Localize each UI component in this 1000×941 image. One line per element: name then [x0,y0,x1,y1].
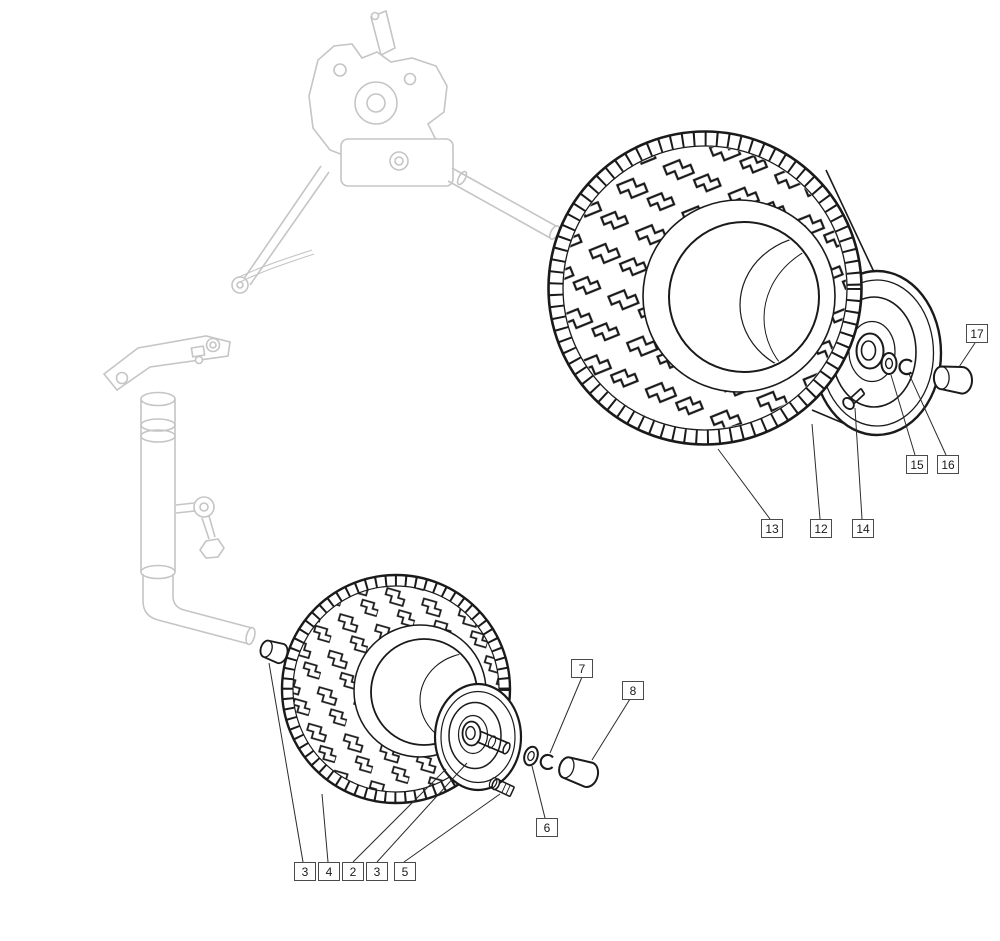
valve-screw [842,387,866,410]
hub-screw [488,777,516,798]
leader-14 [854,407,863,520]
leader-15 [890,374,916,456]
front-snap-ring [539,753,554,770]
leader-lines [268,342,976,863]
leader-4 [321,793,329,863]
leader-3b [376,762,468,863]
rear-tire [547,130,863,446]
leader-6 [531,765,546,819]
front-hub-cap [558,756,600,789]
faded-steering-assembly [102,9,561,646]
callout-rear-14[interactable]: 14 [852,519,874,538]
rear-snap-ring [898,358,913,376]
front-axle-stub [476,730,511,755]
callout-front-6[interactable]: 6 [536,818,558,837]
callout-front-7[interactable]: 7 [571,659,593,678]
callout-front-2[interactable]: 2 [342,862,364,881]
callout-rear-16[interactable]: 16 [937,455,959,474]
rear-wheel [547,130,973,446]
leader-2 [352,768,447,863]
leader-8 [591,698,631,761]
callout-rear-17[interactable]: 17 [966,324,988,343]
leader-17 [958,342,976,368]
callout-rear-12[interactable]: 12 [810,519,832,538]
callout-front-3b[interactable]: 3 [366,862,388,881]
leader-7 [549,676,583,754]
callout-front-3a[interactable]: 3 [294,862,316,881]
front-rim [433,682,523,792]
leader-3a [268,662,304,863]
front-washer [523,745,539,767]
leader-12 [811,423,821,520]
rear-washer [880,352,898,375]
leader-13 [717,448,771,520]
rear-hub-cap [932,365,973,395]
front-axle-bushing [259,639,289,665]
callout-rear-15[interactable]: 15 [906,455,928,474]
callout-front-4[interactable]: 4 [318,862,340,881]
callout-front-8[interactable]: 8 [622,681,644,700]
leader-5 [403,793,501,863]
leader-16 [908,373,947,456]
callout-front-5[interactable]: 5 [394,862,416,881]
front-wheel [259,573,600,805]
callout-rear-13[interactable]: 13 [761,519,783,538]
